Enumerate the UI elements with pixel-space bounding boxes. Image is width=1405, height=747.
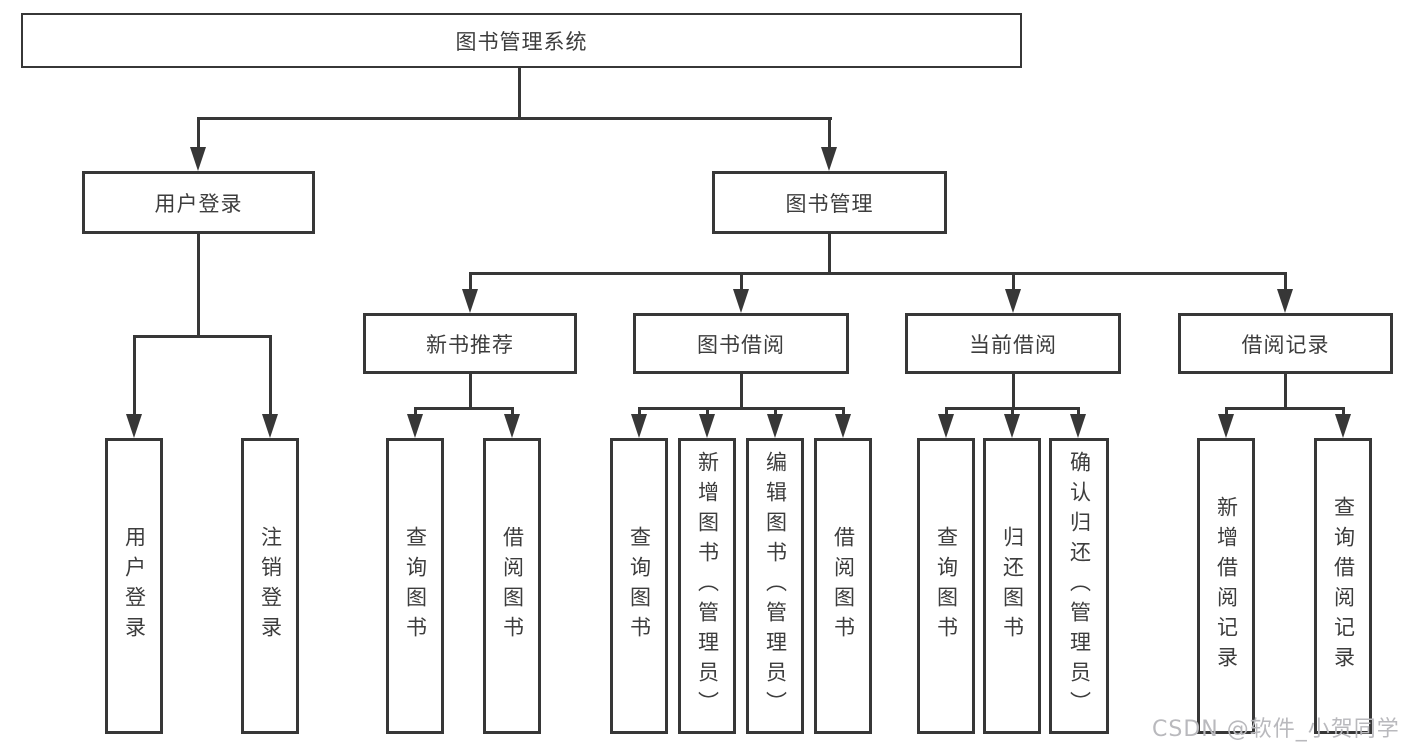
leaf-query-books-borrowing: 查询图书 <box>610 438 668 734</box>
connector-userlogin-bar <box>133 335 272 338</box>
node-library-system: 图书管理系统 <box>21 13 1022 68</box>
connector-drop-book-mgmt <box>828 117 831 149</box>
connector-records-bar <box>1225 407 1345 410</box>
arrow-down-icon <box>1218 414 1234 438</box>
connector-drop-level2 <box>469 272 472 291</box>
leaf-query-books-recommend: 查询图书 <box>386 438 444 734</box>
node-book-borrowing: 图书借阅 <box>633 313 849 374</box>
arrow-down-icon <box>767 414 783 438</box>
connector-drop-leaf <box>1011 407 1014 417</box>
connector-root-bar <box>197 117 832 120</box>
connector-borrowing-stem <box>740 374 743 410</box>
connector-userlogin-stem <box>197 234 200 338</box>
arrow-down-icon <box>190 147 206 171</box>
connector-drop-leaf <box>842 407 845 417</box>
connector-drop-leaf <box>511 407 514 417</box>
node-label: 借阅记录 <box>1241 332 1330 357</box>
arrow-down-icon <box>1005 289 1021 313</box>
leaf-label: 新增借阅记录 <box>1214 496 1239 676</box>
arrow-down-icon <box>1070 414 1086 438</box>
leaf-query-books-current: 查询图书 <box>917 438 975 734</box>
leaf-label: 借阅图书 <box>831 526 856 646</box>
connector-borrowing-bar <box>638 407 845 410</box>
leaf-borrow-books-borrowing: 借阅图书 <box>814 438 872 734</box>
arrow-down-icon <box>126 414 142 438</box>
connector-drop-leaf <box>1077 407 1080 417</box>
arrow-down-icon <box>262 414 278 438</box>
arrow-down-icon <box>835 414 851 438</box>
leaf-return-books: 归还图书 <box>983 438 1041 734</box>
arrow-down-icon <box>699 414 715 438</box>
connector-drop-user-login <box>197 117 200 149</box>
node-new-book-recommend: 新书推荐 <box>363 313 577 374</box>
connector-drop-leaf <box>269 335 272 415</box>
node-label: 新书推荐 <box>426 332 514 357</box>
arrow-down-icon <box>504 414 520 438</box>
connector-drop-leaf <box>774 407 777 417</box>
connector-recommend-stem <box>469 374 472 410</box>
leaf-label: 注销登录 <box>258 526 283 646</box>
leaf-label: 编辑图书（管理员） <box>763 451 788 721</box>
leaf-label: 查询图书 <box>934 526 959 646</box>
connector-drop-level2 <box>1284 272 1287 291</box>
connector-current-stem <box>1012 374 1015 410</box>
arrow-down-icon <box>462 289 478 313</box>
connector-drop-level2 <box>740 272 743 291</box>
arrow-down-icon <box>1004 414 1020 438</box>
connector-bookmgmt-bar <box>469 272 1287 275</box>
arrow-down-icon <box>821 147 837 171</box>
connector-drop-level2 <box>1012 272 1015 291</box>
arrow-down-icon <box>631 414 647 438</box>
node-book-management: 图书管理 <box>712 171 947 234</box>
leaf-label: 查询图书 <box>627 526 652 646</box>
leaf-borrow-books-recommend: 借阅图书 <box>483 438 541 734</box>
leaf-add-borrow-record: 新增借阅记录 <box>1197 438 1255 734</box>
arrow-down-icon <box>733 289 749 313</box>
csdn-watermark: CSDN @软件_小贺同学 <box>1152 717 1400 742</box>
arrow-down-icon <box>1335 414 1351 438</box>
connector-drop-leaf <box>1225 407 1228 417</box>
leaf-label: 查询借阅记录 <box>1331 496 1356 676</box>
node-user-login: 用户登录 <box>82 171 315 234</box>
connector-bookmgmt-stem <box>828 234 831 274</box>
connector-drop-leaf <box>133 335 136 415</box>
leaf-add-books-admin: 新增图书（管理员） <box>678 438 736 734</box>
connector-recommend-bar <box>414 407 514 410</box>
node-current-borrowing: 当前借阅 <box>905 313 1121 374</box>
arrow-down-icon <box>938 414 954 438</box>
connector-drop-leaf <box>706 407 709 417</box>
arrow-down-icon <box>407 414 423 438</box>
node-label: 用户登录 <box>154 191 243 216</box>
leaf-label: 确认归还（管理员） <box>1067 451 1092 721</box>
connector-records-stem <box>1284 374 1287 410</box>
leaf-user-login: 用户登录 <box>105 438 163 734</box>
connector-drop-leaf <box>414 407 417 417</box>
leaf-logout: 注销登录 <box>241 438 299 734</box>
node-borrow-records: 借阅记录 <box>1178 313 1393 374</box>
connector-drop-leaf <box>638 407 641 417</box>
arrow-down-icon <box>1277 289 1293 313</box>
leaf-label: 归还图书 <box>1000 526 1025 646</box>
connector-drop-leaf <box>1342 407 1345 417</box>
leaf-query-borrow-record: 查询借阅记录 <box>1314 438 1372 734</box>
connector-drop-leaf <box>945 407 948 417</box>
leaf-label: 查询图书 <box>403 526 428 646</box>
leaf-label: 借阅图书 <box>500 526 525 646</box>
node-label: 当前借阅 <box>969 332 1057 357</box>
leaf-confirm-return-admin: 确认归还（管理员） <box>1049 438 1109 734</box>
leaf-edit-books-admin: 编辑图书（管理员） <box>746 438 804 734</box>
connector-root-stem <box>518 68 521 119</box>
leaf-label: 新增图书（管理员） <box>695 451 720 721</box>
node-label: 图书管理系统 <box>455 29 588 54</box>
leaf-label: 用户登录 <box>122 526 147 646</box>
node-label: 图书借阅 <box>697 332 785 357</box>
node-label: 图书管理 <box>785 191 874 216</box>
